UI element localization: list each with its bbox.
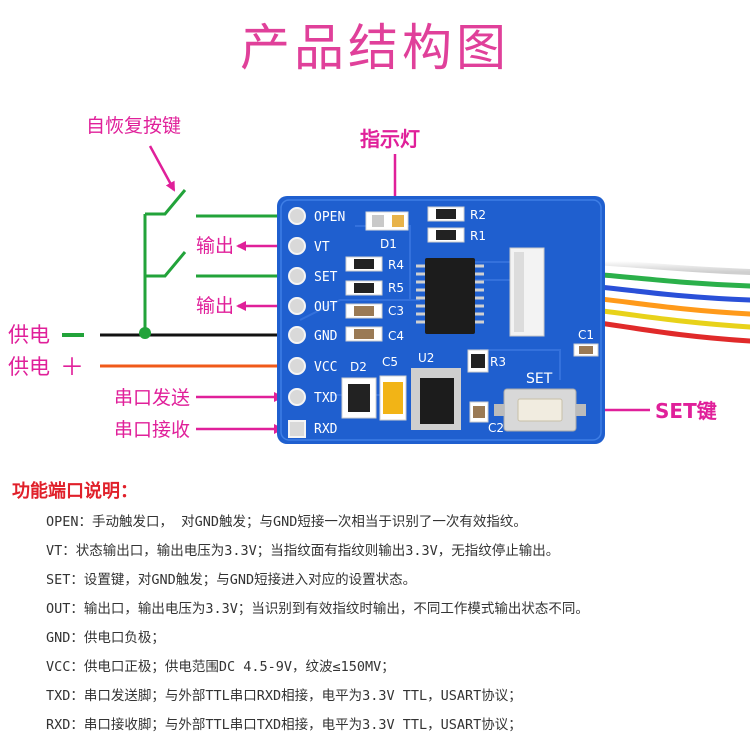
silk-r5: R5 xyxy=(388,281,404,295)
note-open: OPEN：手动触发口， 对GND触发；与GND短接一次相当于识别了一次有效指纹。 xyxy=(46,514,527,530)
pin-label-gnd: GND xyxy=(314,329,338,344)
note-vcc: VCC：供电口正极；供电范围DC 4.5-9V，纹波≤150MV； xyxy=(46,659,395,675)
regulator-u2 xyxy=(411,368,461,430)
main-ic-chip xyxy=(416,258,484,334)
pin-label-out: OUT xyxy=(314,300,338,315)
silk-c3: C3 xyxy=(388,304,404,318)
silk-c4: C4 xyxy=(388,329,404,343)
set-tactile-button xyxy=(494,388,586,432)
reset-button-arrow xyxy=(148,145,176,192)
note-set: SET：设置键，对GND触发；与GND短接进入对应的设置状态。 xyxy=(46,572,417,588)
diode-d2 xyxy=(341,377,377,419)
note-txd: TXD：串口发送脚；与外部TTL串口RXD相接，电平为3.3V TTL，USAR… xyxy=(46,688,522,704)
power-neg-label: 供电 xyxy=(8,323,50,347)
resistor-r5 xyxy=(345,280,383,296)
capacitor-c2 xyxy=(469,401,489,423)
power-pos-sign: ＋ xyxy=(60,353,84,381)
section-title: 功能端口说明： xyxy=(12,481,138,502)
led-d1 xyxy=(365,211,409,231)
pin-label-rxd: RXD xyxy=(314,422,338,437)
silk-u2: U2 xyxy=(418,351,434,365)
silk-r2: R2 xyxy=(470,208,486,222)
structure-diagram: 自恢复按键 输出 输出 串口发送 串口接收 供电 供电 ＋ 指示灯 SET键 xyxy=(8,115,750,444)
silk-c5: C5 xyxy=(382,355,398,369)
page-title: 产品结构图 xyxy=(240,19,510,77)
capacitor-c3 xyxy=(345,303,383,319)
set-key-label: SET键 xyxy=(655,399,717,423)
vt-output-label: 输出 xyxy=(196,235,234,257)
gnd-junction-dot xyxy=(139,327,151,339)
silk-d1: D1 xyxy=(380,237,397,251)
note-rxd: RXD：串口接收脚；与外部TTL串口TXD相接，电平为3.3V TTL，USAR… xyxy=(46,717,522,733)
pin-label-txd: TXD xyxy=(314,391,338,406)
silk-set: SET xyxy=(526,371,553,387)
port-notes-list: OPEN：手动触发口， 对GND触发；与GND短接一次相当于识别了一次有效指纹。… xyxy=(46,510,746,742)
power-neg-sign: － xyxy=(62,322,63,323)
reset-button-switch xyxy=(143,189,278,333)
pcb-board: OPEN VT SET OUT GND VCC TXD RXD xyxy=(277,196,605,444)
resistor-r1 xyxy=(427,227,465,243)
note-out: OUT：输出口，输出电压为3.3V；当识别到有效指纹时输出，不同工作模式输出状态… xyxy=(46,601,589,617)
out-output-label: 输出 xyxy=(196,295,234,317)
note-gnd: GND：供电口负极； xyxy=(46,630,165,646)
resistor-r2 xyxy=(427,206,465,222)
silk-c2: C2 xyxy=(488,421,504,435)
power-pos-label: 供电 xyxy=(8,355,50,379)
pin-label-vt: VT xyxy=(314,240,330,255)
silk-r3: R3 xyxy=(490,355,506,369)
resistor-r4 xyxy=(345,256,383,272)
resistor-r3 xyxy=(467,349,489,373)
serial-tx-label: 串口发送 xyxy=(114,387,190,409)
pin-label-open: OPEN xyxy=(314,210,345,225)
pin-header xyxy=(288,207,306,438)
capacitor-c1 xyxy=(573,343,599,357)
capacitor-c5 xyxy=(379,375,407,421)
capacitor-c4 xyxy=(345,326,383,342)
silk-r1: R1 xyxy=(470,229,486,243)
silk-c1: C1 xyxy=(578,328,594,342)
pin-label-vcc: VCC xyxy=(314,360,337,375)
pin-label-set: SET xyxy=(314,270,338,285)
reset-button-label: 自恢复按键 xyxy=(86,115,181,137)
serial-rx-label: 串口接收 xyxy=(114,419,190,441)
silk-r4: R4 xyxy=(388,258,404,272)
indicator-label: 指示灯 xyxy=(360,127,420,151)
silk-d2: D2 xyxy=(350,360,367,374)
note-vt: VT：状态输出口，输出电压为3.3V；当指纹面有指纹则输出3.3V，无指纹停止输… xyxy=(46,543,560,559)
